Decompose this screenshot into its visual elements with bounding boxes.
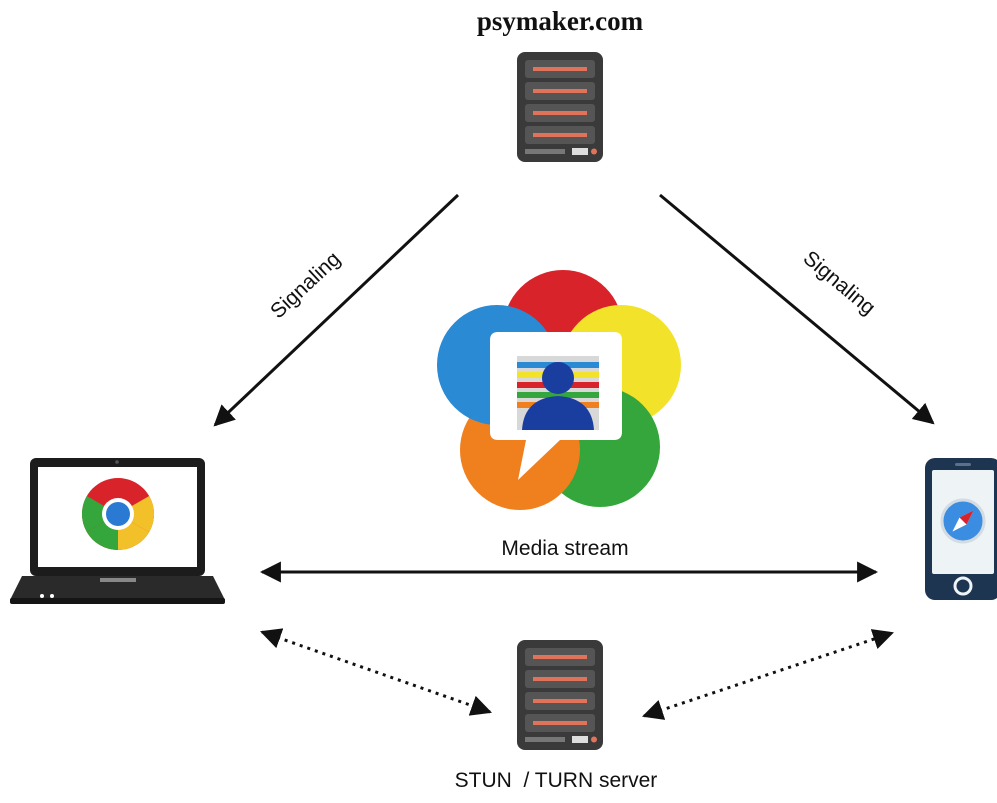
server-icon xyxy=(517,640,603,750)
signaling-right-arrow xyxy=(659,193,935,425)
compass-icon xyxy=(940,498,986,544)
phone-stun-dotted-arrow xyxy=(642,629,894,720)
bottom-server-label: STUN / TURN server xyxy=(455,769,658,792)
top-server xyxy=(517,52,603,162)
smartphone-icon xyxy=(925,458,997,600)
bottom-server xyxy=(517,640,603,750)
top-server-label: psymaker.com xyxy=(477,6,644,36)
server-icon xyxy=(517,52,603,162)
signaling-right-label: Signaling xyxy=(799,246,880,319)
webrtc-logo-icon xyxy=(437,270,681,510)
user-avatar-icon xyxy=(517,356,599,430)
media-stream-label: Media stream xyxy=(501,537,628,560)
laptop-icon xyxy=(10,458,225,604)
laptop-stun-dotted-arrow xyxy=(260,628,492,716)
chrome-icon xyxy=(81,478,155,550)
signaling-left-arrow xyxy=(213,193,460,427)
